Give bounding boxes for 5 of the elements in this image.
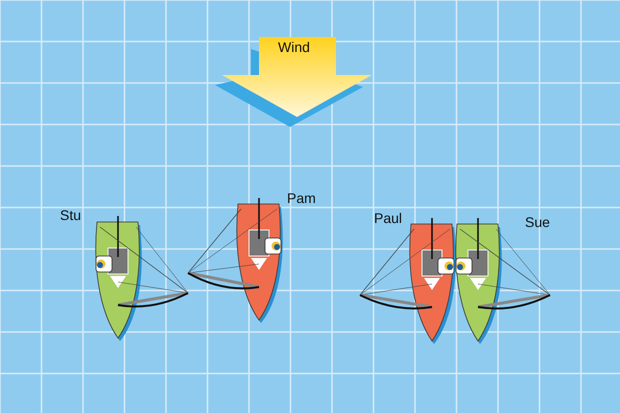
- boat-label: Pam: [287, 190, 316, 206]
- boat-label: Sue: [525, 214, 550, 230]
- arrow-label: Wind: [278, 39, 310, 55]
- boat-label: Paul: [374, 210, 402, 226]
- boat-label: Stu: [60, 207, 82, 223]
